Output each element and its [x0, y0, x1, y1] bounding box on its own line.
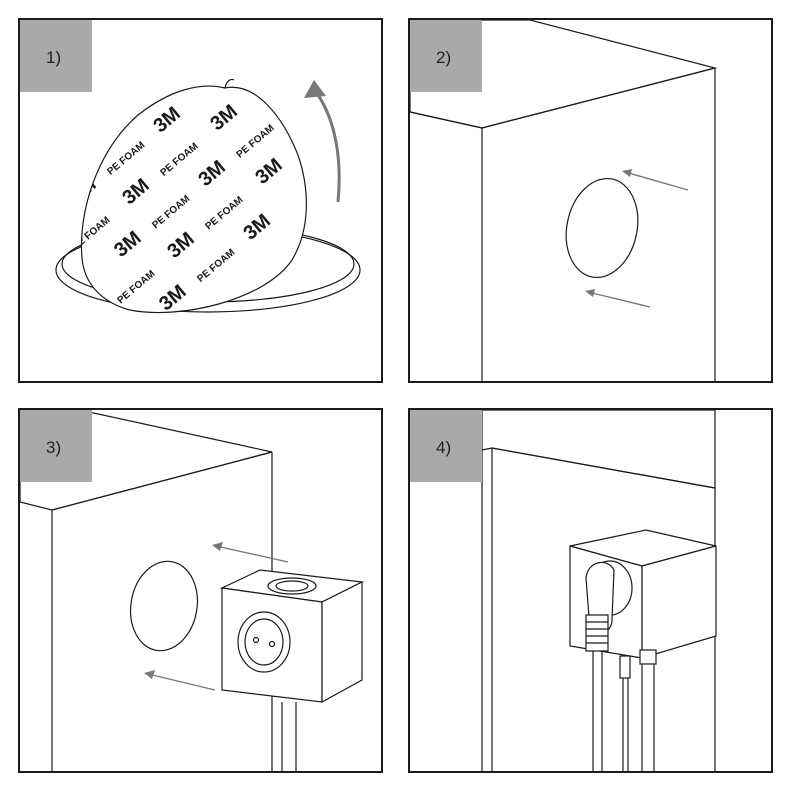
liner-tab — [224, 78, 235, 89]
wall-top-edge — [491, 447, 716, 489]
usb-cable — [619, 655, 631, 771]
foam-pad — [565, 177, 639, 279]
top-socket-inner — [275, 580, 309, 592]
press-arrow-head-icon — [585, 289, 595, 297]
installed-cube-illustration — [481, 410, 717, 771]
step-2-label: 2) — [410, 20, 482, 92]
plugged-connector — [585, 561, 615, 771]
cube-side-face — [641, 545, 717, 659]
socket-pin-hole — [268, 640, 276, 648]
attach-pad-illustration — [410, 20, 718, 381]
cube-side-face — [321, 581, 363, 704]
wall-top-edge — [51, 451, 273, 511]
peel-arrow-head-icon — [304, 80, 326, 98]
peel-liner — [80, 85, 307, 314]
step-1-panel: 1) 3M PE FOAM 3M PE FOAM 3M PE FOAM — [18, 18, 383, 383]
socket-pin-hole — [252, 636, 260, 644]
press-arrow-icon — [624, 171, 689, 191]
cube-socket — [219, 569, 365, 771]
press-arrow-icon — [587, 291, 651, 308]
push-arrow-head-icon — [144, 670, 155, 679]
peel-arrow-icon — [314, 91, 341, 203]
cord-exit — [639, 649, 657, 665]
step-2-panel: 2) — [408, 18, 773, 383]
wall-top-edge — [481, 67, 716, 129]
wall-top-face — [481, 410, 716, 489]
plug-strain-relief — [585, 614, 609, 652]
wall-left-top-edge — [410, 111, 483, 129]
push-arrow-icon — [215, 545, 289, 563]
step-4-panel: 4) — [408, 408, 773, 773]
front-socket — [237, 611, 291, 673]
push-arrow-head-icon — [212, 542, 223, 551]
usb-plug — [619, 655, 631, 679]
step-4-label: 4) — [410, 410, 482, 482]
press-arrow-head-icon — [622, 169, 632, 177]
top-socket — [267, 577, 317, 595]
front-socket-inner — [244, 618, 284, 666]
step-1-label: 1) — [20, 20, 92, 92]
peel-liner-illustration: 3M PE FOAM 3M PE FOAM 3M PE FOAM 3M 3M P… — [55, 78, 361, 314]
push-arrow-icon — [147, 673, 216, 691]
step-3-panel: 3) — [18, 408, 383, 773]
step-3-label: 3) — [20, 410, 92, 482]
foam-pad — [129, 560, 199, 652]
power-cable — [639, 649, 657, 771]
